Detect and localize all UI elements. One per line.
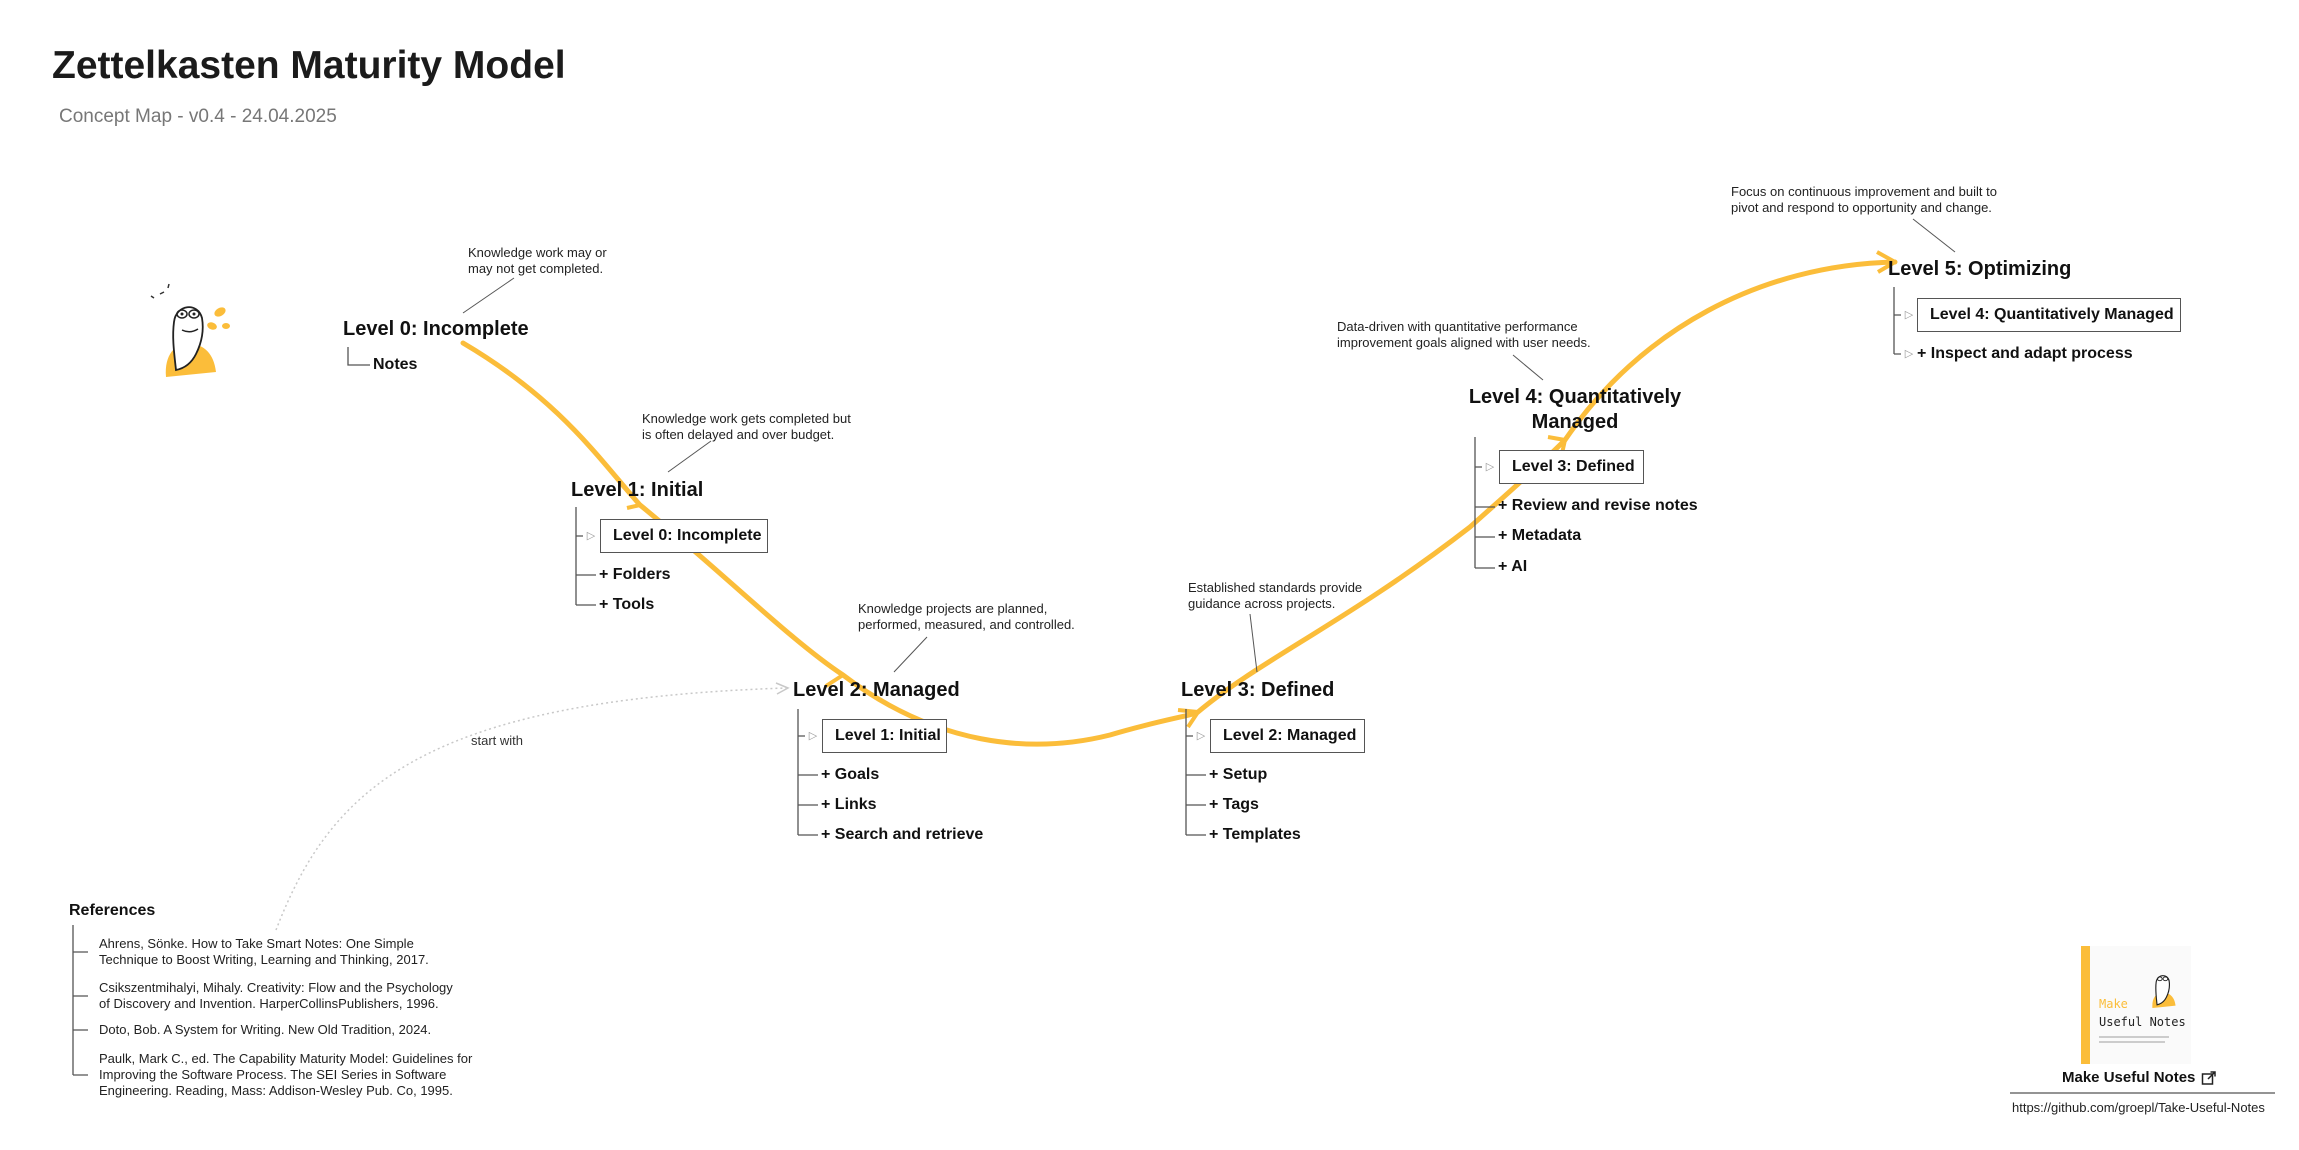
book-cover-image[interactable]: Make Useful Notes — [2081, 946, 2191, 1064]
tree-references — [72, 925, 88, 1076]
level-1-child-tools[interactable]: + Tools — [599, 596, 655, 613]
note-leader-l3 — [1249, 613, 1258, 673]
level-0-note: Knowledge work may or may not get comple… — [468, 245, 607, 277]
reference-item: Ahrens, Sönke. How to Take Smart Notes: … — [99, 936, 429, 968]
start-with-label: start with — [471, 733, 524, 748]
curve-arrow-l1 — [620, 483, 642, 510]
node-link-icon[interactable]: ▷ — [808, 730, 818, 742]
book-cover-title-line2: Useful Notes — [2099, 1015, 2186, 1029]
node-link-icon[interactable]: ▷ — [586, 530, 596, 542]
tree-l5 — [1893, 287, 1901, 355]
level-1-child-folders[interactable]: + Folders — [599, 566, 671, 583]
tree-l1 — [575, 507, 596, 606]
node-link-icon[interactable]: ▷ — [1904, 309, 1914, 321]
curve-arrow-l5 — [1876, 250, 1897, 274]
level-2-child-links[interactable]: + Links — [821, 796, 877, 813]
reference-line: Technique to Boost Writing, Learning and… — [99, 952, 429, 967]
reference-line: of Discovery and Invention. HarperCollin… — [99, 996, 439, 1011]
level-1-title[interactable]: Level 1: Initial — [571, 479, 704, 501]
page-title: Zettelkasten Maturity Model — [52, 44, 566, 87]
reference-line: Paulk, Mark C., ed. The Capability Matur… — [99, 1051, 473, 1066]
level-4-child-review[interactable]: + Review and revise notes — [1498, 497, 1698, 514]
book-cover-title-line1: Make — [2099, 997, 2128, 1011]
level-5-prior-level-box[interactable]: Level 4: Quantitatively Managed — [1917, 298, 2181, 332]
level-4-child-metadata[interactable]: + Metadata — [1498, 527, 1582, 544]
curve-arrow-l3 — [1177, 708, 1200, 729]
make-useful-notes-link[interactable]: Make Useful Notes — [2062, 1069, 2217, 1086]
node-link-icon[interactable]: ▷ — [1904, 348, 1914, 360]
node-link-icon[interactable]: ▷ — [1485, 461, 1495, 473]
note-line: is often delayed and over budget. — [642, 427, 835, 442]
book-cover-text-lines — [2099, 1036, 2169, 1038]
level-2-child-goals[interactable]: + Goals — [821, 766, 880, 783]
node-link-icon[interactable]: ▷ — [1196, 730, 1206, 742]
level-4-prior-level-box[interactable]: Level 3: Defined — [1499, 450, 1644, 484]
github-url[interactable]: https://github.com/groepl/Take-Useful-No… — [2012, 1100, 2265, 1115]
level-1-note: Knowledge work gets completed but is oft… — [642, 411, 851, 443]
note-leader-l4 — [1512, 354, 1544, 381]
level-3-child-templates[interactable]: + Templates — [1209, 826, 1301, 843]
level-4-title[interactable]: Level 4: Quantitatively Managed — [1450, 386, 1700, 434]
level-2-child-search[interactable]: + Search and retrieve — [821, 826, 984, 843]
reference-item: Csikszentmihalyi, Mihaly. Creativity: Fl… — [99, 980, 453, 1012]
note-leader-l5 — [1912, 218, 1956, 253]
level-2-prior-level-box[interactable]: Level 1: Initial — [822, 719, 947, 753]
note-leader-l2 — [893, 636, 928, 673]
note-line: pivot and respond to opportunity and cha… — [1731, 200, 1992, 215]
book-cover-spine — [2081, 946, 2090, 1064]
note-line: Knowledge work gets completed but — [642, 411, 851, 426]
reference-line: Csikszentmihalyi, Mihaly. Creativity: Fl… — [99, 980, 453, 995]
reference-item: Doto, Bob. A System for Writing. New Old… — [99, 1022, 431, 1038]
reference-line: Doto, Bob. A System for Writing. New Old… — [99, 1022, 432, 1037]
page-subtitle: Concept Map - v0.4 - 24.04.2025 — [59, 106, 337, 127]
level-3-child-setup[interactable]: + Setup — [1209, 766, 1268, 783]
level-5-title[interactable]: Level 5: Optimizing — [1888, 258, 2072, 280]
level-5-child-inspect[interactable]: + Inspect and adapt process — [1917, 345, 2133, 362]
tree-l2 — [797, 709, 818, 836]
start-with-connector — [275, 687, 787, 931]
tree-l4 — [1474, 437, 1495, 569]
level-4-title-line: Managed — [1531, 411, 1619, 433]
book-cover-text-lines — [2099, 1041, 2165, 1043]
level-0-child-notes[interactable]: Notes — [373, 356, 418, 373]
tree-l0 — [347, 347, 370, 366]
level-5-note: Focus on continuous improvement and buil… — [1731, 184, 1997, 216]
make-useful-notes-label[interactable]: Make Useful Notes — [2062, 1069, 2196, 1086]
note-line: Focus on continuous improvement and buil… — [1731, 184, 1997, 199]
book-mascot-icon — [2152, 975, 2176, 1008]
level-3-title[interactable]: Level 3: Defined — [1181, 679, 1335, 701]
note-line: Knowledge work may or — [468, 245, 607, 260]
reference-item: Paulk, Mark C., ed. The Capability Matur… — [99, 1051, 472, 1099]
level-3-child-tags[interactable]: + Tags — [1209, 796, 1259, 813]
start-with-arrow — [775, 682, 790, 695]
note-line: may not get completed. — [468, 261, 604, 276]
level-4-title-line: Level 4: Quantitatively — [1468, 386, 1682, 408]
mascot-icon — [150, 283, 230, 377]
level-4-child-ai[interactable]: + AI — [1498, 558, 1528, 575]
level-3-prior-level-box[interactable]: Level 2: Managed — [1210, 719, 1365, 753]
level-0-title[interactable]: Level 0: Incomplete — [343, 318, 529, 340]
level-2-note: Knowledge projects are planned, performe… — [858, 601, 1075, 633]
references-heading[interactable]: References — [69, 902, 156, 919]
curve-arrow-l2 — [824, 661, 845, 688]
external-link-icon[interactable] — [2201, 1070, 2217, 1086]
note-line: performed, measured, and controlled. — [858, 617, 1075, 632]
note-leader-l0 — [462, 277, 515, 314]
level-4-note: Data-driven with quantitative performanc… — [1337, 319, 1591, 351]
note-line: Knowledge projects are planned, — [858, 601, 1048, 616]
level-1-prior-level-box[interactable]: Level 0: Incomplete — [600, 519, 768, 553]
note-leader-l1 — [667, 440, 712, 473]
note-line: improvement goals aligned with user need… — [1337, 335, 1591, 350]
reference-line: Ahrens, Sönke. How to Take Smart Notes: … — [99, 936, 414, 951]
level-2-title[interactable]: Level 2: Managed — [793, 679, 960, 701]
note-line: Data-driven with quantitative performanc… — [1337, 319, 1578, 334]
reference-line: Engineering. Reading, Mass: Addison-Wesl… — [99, 1083, 453, 1098]
note-line: guidance across projects. — [1188, 596, 1336, 611]
reference-line: Improving the Software Process. The SEI … — [99, 1067, 447, 1082]
note-line: Established standards provide — [1188, 580, 1363, 595]
tree-l3 — [1185, 709, 1206, 836]
level-3-note: Established standards provide guidance a… — [1188, 580, 1362, 612]
